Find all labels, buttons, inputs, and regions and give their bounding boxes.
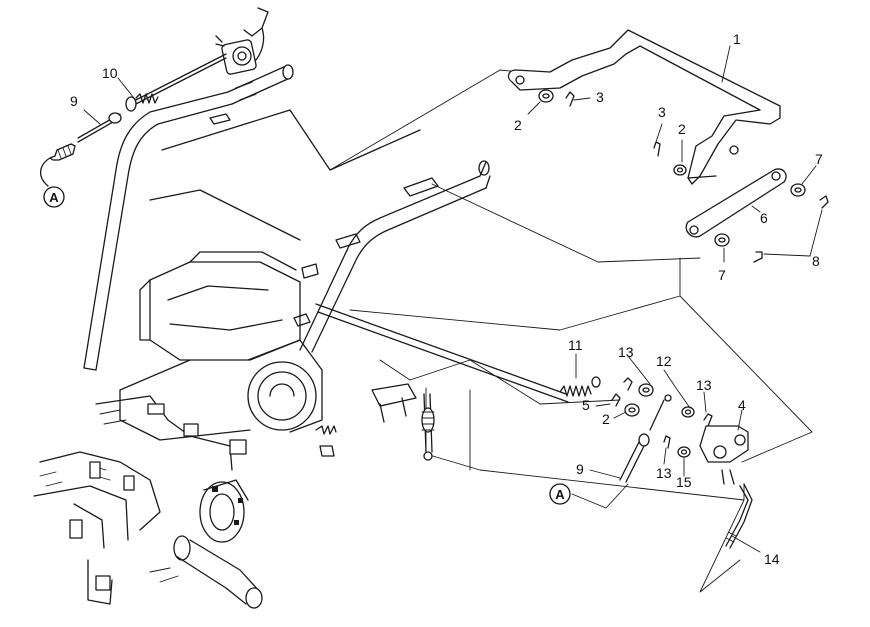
handlebar-frame [83,64,491,371]
part-6-link-plate [685,168,787,238]
callout-9: 9 [576,461,584,477]
reference-marker-a-label: A [555,487,565,502]
callout-5: 5 [582,397,590,413]
callout-4: 4 [738,397,746,413]
callout-8: 8 [812,253,820,269]
callout-labels: 1 2 3 3 2 7 6 7 8 10 9 11 13 12 13 5 2 4… [70,31,823,567]
callout-2: 2 [678,121,686,137]
part-1-control-arm [507,29,781,185]
throttle-cable-assembly [40,7,269,187]
transmission-assembly [33,451,263,609]
callout-2: 2 [602,411,610,427]
callout-6: 6 [760,210,768,226]
callout-7: 7 [815,151,823,167]
machine-body [95,109,421,471]
callout-12: 12 [656,353,672,369]
callout-1: 1 [733,31,741,47]
callout-2: 2 [514,117,522,133]
callout-15: 15 [676,474,692,490]
reference-marker-a-label: A [49,190,59,205]
callout-13: 13 [696,377,712,393]
reference-marker-a-top: A [43,186,65,208]
callout-13: 13 [618,344,634,360]
callout-3: 3 [658,104,666,120]
control-rod [315,303,569,461]
leader-lines [83,45,823,553]
callout-9: 9 [70,93,78,109]
hardware-lower-right [559,376,753,549]
callout-13: 13 [656,465,672,481]
callout-11: 11 [568,337,583,353]
callout-3: 3 [596,89,604,105]
assembly-outline-lines [329,69,813,593]
reference-marker-a-bottom: A [549,483,571,505]
hardware-top [538,89,829,263]
spring-10 [125,93,159,112]
callout-10: 10 [102,65,118,81]
callout-14: 14 [764,551,780,567]
callout-7: 7 [718,267,726,283]
